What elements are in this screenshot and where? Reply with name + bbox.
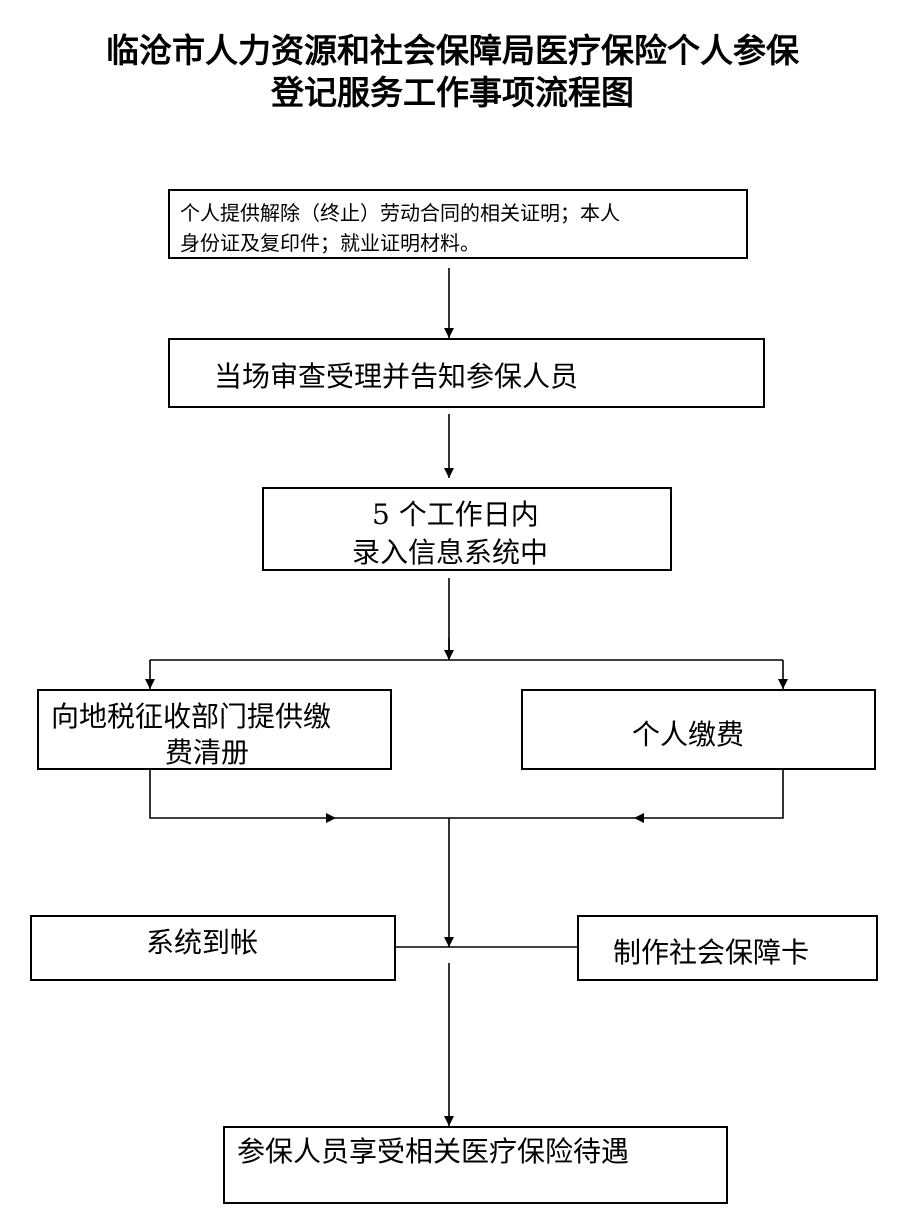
- payment-list-line-1: 向地税征收部门提供缴: [51, 700, 332, 733]
- submit-materials-box: 个人提供解除（终止）劳动合同的相关证明；本人 身份证及复印件；就业证明材料。: [168, 189, 748, 259]
- on-site-review-label: 当场审查受理并告知参保人员: [214, 360, 579, 393]
- submit-materials-line-1: 个人提供解除（终止）劳动合同的相关证明；本人: [180, 201, 620, 225]
- title-line-2: 登记服务工作事项流程图: [271, 73, 634, 112]
- payment-list-box: 向地税征收部门提供缴 费清册: [37, 689, 392, 770]
- system-account-box: 系统到帐: [30, 915, 396, 981]
- payment-list-line-2: 费清册: [165, 736, 250, 769]
- title-line-1: 临沧市人力资源和社会保障局医疗保险个人参保: [106, 31, 799, 70]
- on-site-review-box: 当场审查受理并告知参保人员: [168, 338, 765, 408]
- personal-payment-box: 个人缴费: [521, 689, 876, 770]
- record-system-line-2: 录入信息系统中: [352, 536, 549, 569]
- arrow-personal-payment-merge: [634, 770, 784, 823]
- record-system-box: 5 个工作日内 录入信息系统中: [262, 487, 672, 571]
- system-account-label: 系统到帐: [146, 926, 259, 959]
- make-card-label: 制作社会保障卡: [613, 936, 810, 969]
- record-system-line-1: 5 个工作日内: [372, 498, 539, 531]
- make-card-box: 制作社会保障卡: [577, 915, 878, 981]
- submit-materials-line-2: 身份证及复印件；就业证明材料。: [180, 231, 480, 255]
- enjoy-benefits-box: 参保人员享受相关医疗保险待遇: [223, 1126, 728, 1204]
- personal-payment-label: 个人缴费: [632, 718, 745, 751]
- arrow-payment-list-merge: [149, 770, 336, 823]
- enjoy-benefits-label: 参保人员享受相关医疗保险待遇: [237, 1135, 630, 1168]
- diagram-title: 临沧市人力资源和社会保障局医疗保险个人参保 登记服务工作事项流程图: [0, 30, 905, 114]
